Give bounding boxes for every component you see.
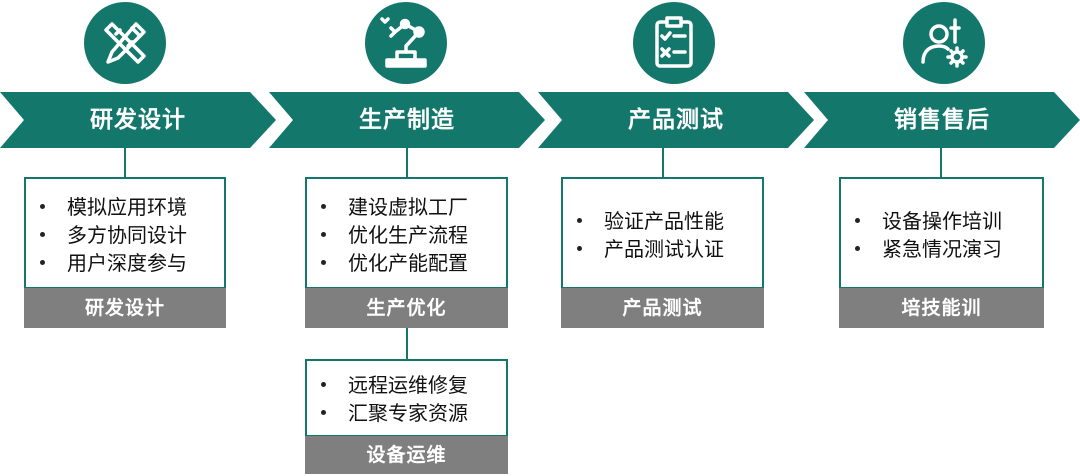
bullet-icon [577, 218, 582, 223]
maintenance-footer: 设备运维 [305, 436, 508, 474]
clipboard-checklist-icon [655, 16, 693, 68]
stage-4-title: 销售售后 [894, 107, 990, 133]
bullet-icon [321, 204, 326, 209]
stage-1-bullet-list: 模拟应用环境 多方协同设计 用户深度参与 [40, 193, 187, 277]
robot-arm-icon [380, 17, 427, 68]
bullet-icon [40, 232, 45, 237]
stage-1-chevron: 研发设计 [0, 92, 276, 148]
stage-4-chevron: 销售售后 [804, 92, 1080, 148]
list-item: 用户深度参与 [40, 249, 187, 277]
list-item: 模拟应用环境 [40, 193, 187, 221]
stage-2-icon-circle [365, 2, 447, 84]
maintenance-card: 远程运维修复 汇聚专家资源 [305, 359, 508, 437]
stage-2-footer: 生产优化 [305, 288, 508, 328]
stage-3-chevron: 产品测试 [538, 92, 814, 148]
stage-2-connector [406, 148, 408, 178]
list-item: 优化生产流程 [321, 221, 468, 249]
stage-4-footer: 培技能训 [839, 288, 1044, 328]
stage-2-title: 生产制造 [359, 107, 455, 133]
stage-1-card: 模拟应用环境 多方协同设计 用户深度参与 [24, 177, 226, 289]
list-item: 优化产能配置 [321, 249, 468, 277]
stage-3-icon-circle [633, 2, 715, 84]
list-item: 汇聚专家资源 [321, 399, 468, 427]
stage-4-connector [940, 148, 942, 178]
stage-3-title: 产品测试 [628, 107, 724, 133]
stage-3-footer: 产品测试 [561, 288, 764, 328]
stage-4-card: 设备操作培训 紧急情况演习 [839, 177, 1044, 289]
list-item: 设备操作培训 [855, 207, 1002, 235]
bullet-icon [577, 246, 582, 251]
stage-2-bullet-list: 建设虚拟工厂 优化生产流程 优化产能配置 [321, 193, 468, 277]
list-item: 多方协同设计 [40, 221, 187, 249]
stage-1-connector [124, 148, 126, 178]
list-item: 产品测试认证 [577, 235, 724, 263]
stage-4-icon-circle [903, 2, 985, 84]
stage-3-bullet-list: 验证产品性能 产品测试认证 [577, 207, 724, 263]
person-gear-icon [921, 18, 968, 68]
bullet-icon [855, 218, 860, 223]
maintenance-bullet-list: 远程运维修复 汇聚专家资源 [321, 371, 468, 427]
stage-3-card: 验证产品性能 产品测试认证 [561, 177, 764, 289]
stage-3-connector [662, 148, 664, 178]
stage-2-extra-connector [406, 328, 408, 360]
bullet-icon [855, 246, 860, 251]
list-item: 远程运维修复 [321, 371, 468, 399]
list-item: 紧急情况演习 [855, 235, 1002, 263]
bullet-icon [321, 382, 326, 387]
stage-1-footer: 研发设计 [24, 288, 226, 328]
bullet-icon [321, 410, 326, 415]
stage-1-title: 研发设计 [90, 107, 186, 133]
stage-4-bullet-list: 设备操作培训 紧急情况演习 [855, 207, 1002, 263]
bullet-icon [40, 260, 45, 265]
bullet-icon [321, 260, 326, 265]
stage-2-chevron: 生产制造 [269, 92, 545, 148]
list-item: 建设虚拟工厂 [321, 193, 468, 221]
bullet-icon [40, 204, 45, 209]
bullet-icon [321, 232, 326, 237]
list-item: 验证产品性能 [577, 207, 724, 235]
stage-2-card: 建设虚拟工厂 优化生产流程 优化产能配置 [305, 177, 508, 289]
stage-1-icon-circle [84, 2, 166, 84]
pencil-ruler-icon [104, 22, 146, 64]
